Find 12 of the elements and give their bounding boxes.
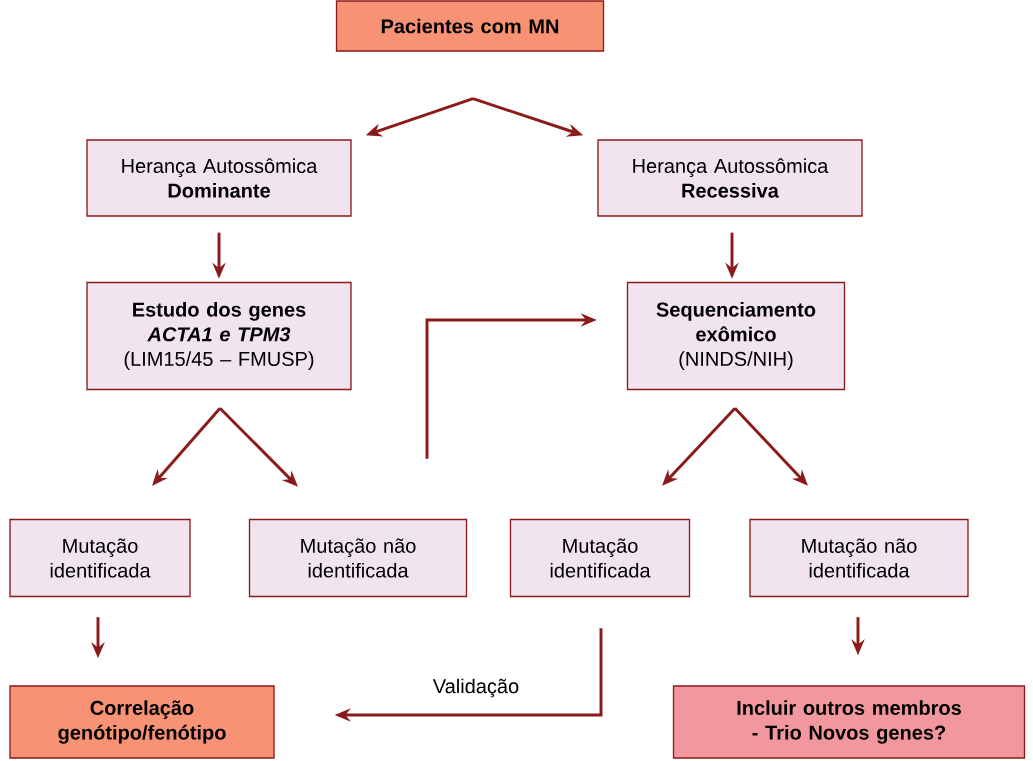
process-box: Incluir outros membros - Trio Novos genes? xyxy=(672,685,1026,759)
edge-label: Validação xyxy=(431,677,521,699)
process-box: Herança Autossômica Recessiva xyxy=(597,139,863,217)
process-box: Mutação identificada xyxy=(9,518,191,598)
process-box: Estudo dos genes ACTA1 e TPM3 (LIM15/45 – FMUSP) xyxy=(86,281,352,391)
process-box: Correlação genótipo/fenótipo xyxy=(9,685,275,759)
process-box: Sequenciamento exômico (NINDS/NIH) xyxy=(626,281,846,391)
process-box: Mutação identificada xyxy=(509,518,691,598)
process-box: Herança Autossômica Dominante xyxy=(86,139,352,217)
process-box: Pacientes com MN xyxy=(335,0,605,52)
process-box: Mutação não identificada xyxy=(248,518,468,598)
process-box: Mutação não identificada xyxy=(749,518,969,598)
